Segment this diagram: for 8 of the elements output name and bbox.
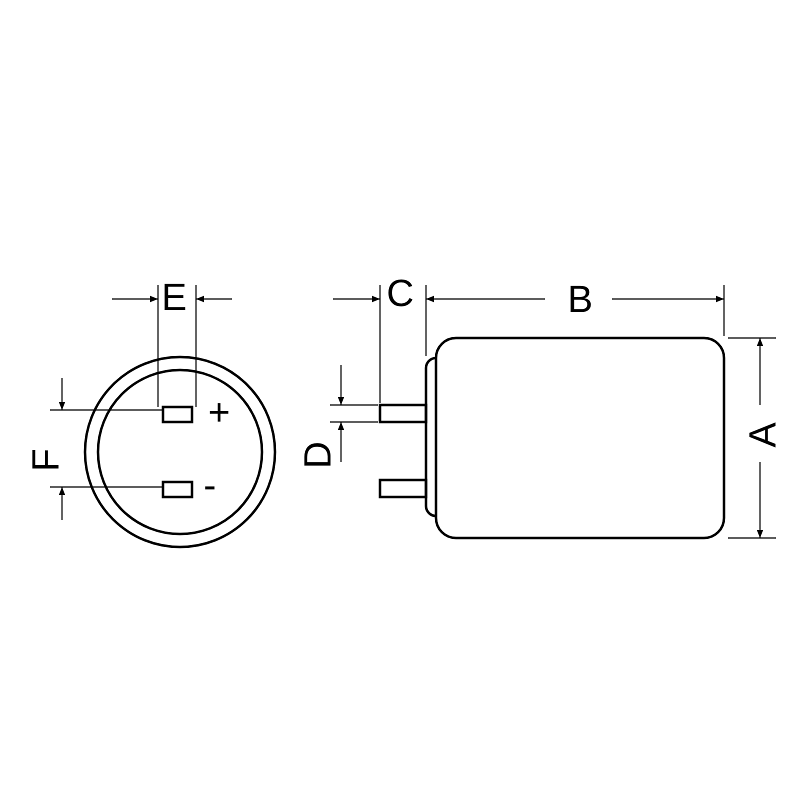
dimension-label: B bbox=[568, 281, 593, 319]
dimension-label: E bbox=[162, 279, 187, 317]
dimension-label: D bbox=[299, 441, 338, 469]
dimension-label: A bbox=[744, 422, 782, 448]
dimension-label: F bbox=[27, 448, 66, 472]
polarity-label: + bbox=[208, 394, 230, 432]
polarity-label: - bbox=[204, 467, 216, 505]
dimension-label: C bbox=[386, 275, 414, 313]
